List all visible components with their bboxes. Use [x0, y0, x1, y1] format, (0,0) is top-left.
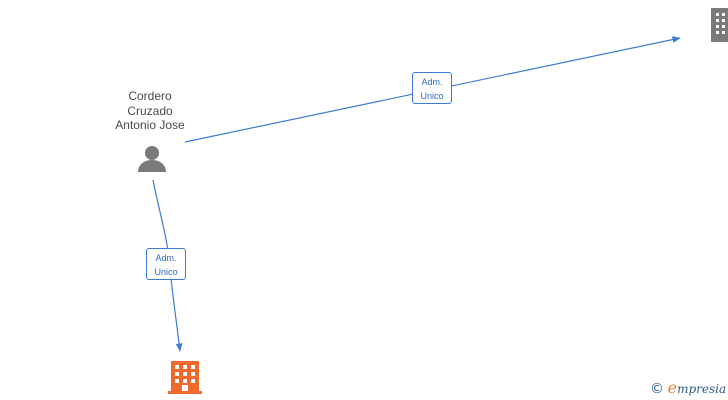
person-name-line: Cruzado — [127, 103, 173, 118]
relation-label-line: Unico — [154, 267, 178, 277]
relation-label: Adm. Unico — [146, 248, 186, 280]
relation-label-line: Adm. — [155, 253, 177, 263]
relation-label-line: Adm. — [421, 77, 443, 87]
person-icon[interactable] — [138, 146, 166, 172]
person-name-label[interactable]: Cordero Cruzado Antonio Jose — [100, 89, 200, 133]
empresia-watermark: © empresia — [650, 378, 726, 397]
person-name-line: Cordero — [128, 89, 172, 103]
building-icon[interactable] — [168, 361, 202, 394]
person-name-line: Antonio Jose — [115, 118, 185, 132]
brand-initial: e — [667, 378, 678, 397]
relation-label-line: Unico — [420, 91, 444, 101]
brand-name: mpresia — [677, 382, 727, 396]
copyright-icon: © — [650, 381, 664, 397]
relation-label: Adm. Unico — [412, 72, 452, 104]
building-icon[interactable] — [711, 8, 728, 42]
